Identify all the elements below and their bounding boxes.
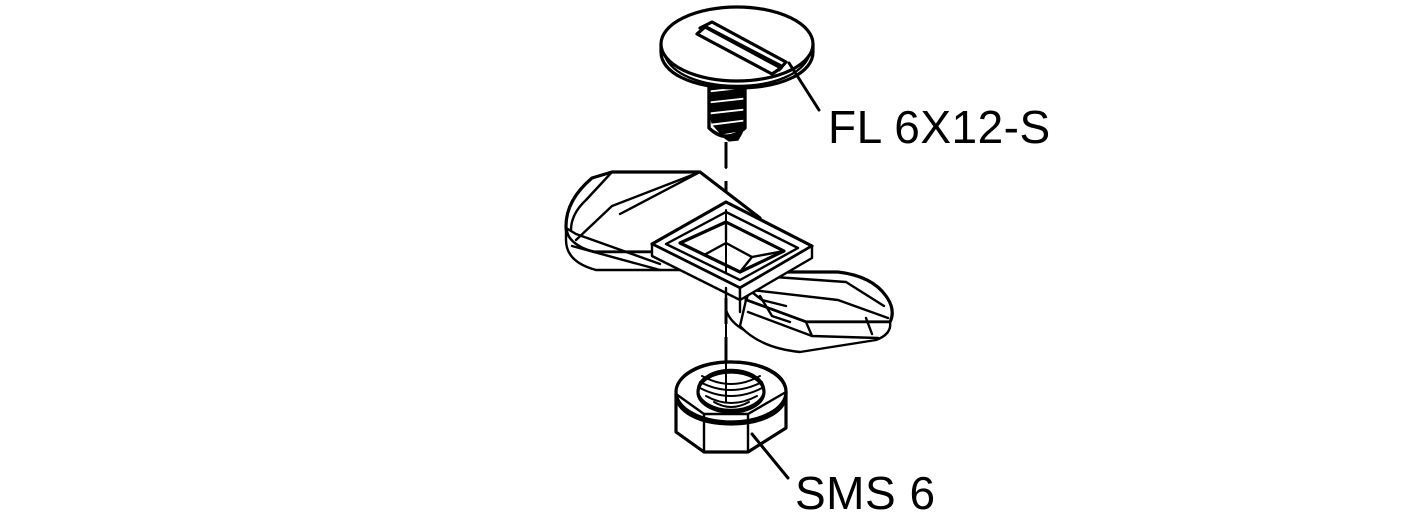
screw-head	[659, 5, 815, 90]
hex-lock-nut	[674, 360, 788, 454]
flange-head-screw	[659, 5, 815, 169]
callout-label-nut: SMS 6	[795, 467, 936, 519]
leader-line-screw	[787, 61, 821, 112]
splice-bracket	[564, 170, 894, 363]
leader-line-nut	[750, 432, 790, 480]
bracket-center-plate	[650, 200, 814, 332]
callout-label-screw: FL 6X12-S	[828, 101, 1051, 153]
nut-internal-thread	[699, 375, 763, 408]
